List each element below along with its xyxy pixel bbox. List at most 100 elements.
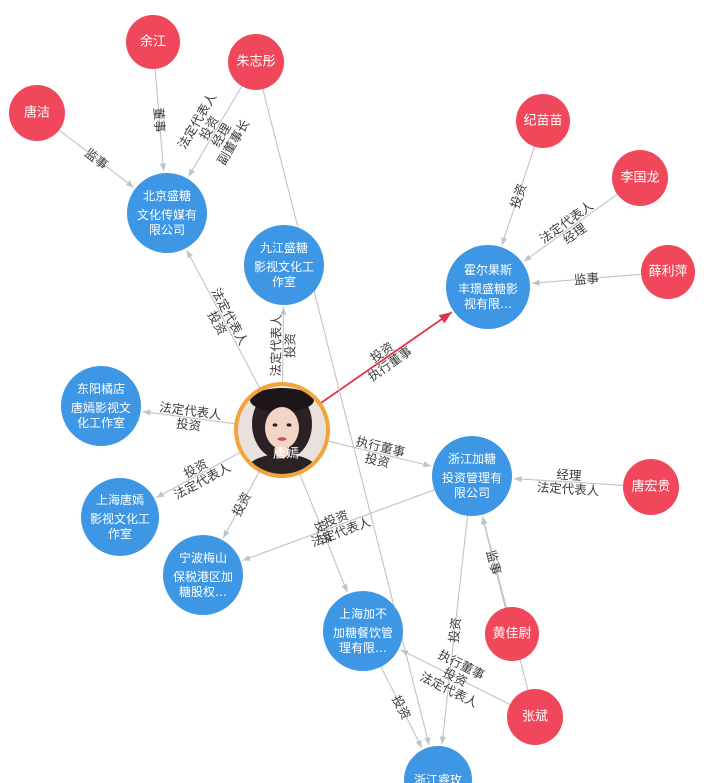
company-node-zjrm[interactable]: 浙江睿玫	[404, 746, 472, 783]
person-node-xueliping[interactable]: 薛利萍	[641, 245, 695, 299]
company-node-circle	[163, 535, 243, 615]
edge-label: 监事	[483, 548, 504, 576]
person-node-tanghonggui[interactable]: 唐宏贵	[623, 459, 679, 515]
company-name: 浙江加糖	[448, 451, 496, 466]
person-node-circle	[507, 689, 563, 745]
person-node-circle	[485, 607, 539, 661]
edge-tangyan-shjb	[298, 472, 348, 593]
edge-label: 投资	[446, 617, 464, 644]
edge-tangyan-hr	[319, 311, 453, 405]
edge-zhuzhitong-bj	[187, 85, 243, 178]
person-name: 纪苗苗	[523, 114, 562, 129]
person-name: 李国龙	[620, 171, 659, 186]
person-node-circle	[9, 85, 65, 141]
person-node-circle	[126, 15, 180, 69]
edge-label: 法定代表人	[268, 314, 284, 377]
edge-zhangbin-zj	[481, 516, 529, 691]
person-name: 朱志彤	[236, 55, 275, 70]
company-node-circle	[244, 225, 324, 305]
person-name: 唐洁	[24, 105, 50, 121]
company-node-circle	[127, 173, 207, 253]
company-name: 上海唐嫣	[96, 492, 144, 507]
company-name: 东阳橘店	[77, 381, 125, 396]
person-node-zhangbin[interactable]: 张斌	[507, 689, 563, 745]
company-name-line: 保税港区加	[173, 570, 233, 584]
company-node-shjb[interactable]: 上海加不加糖餐饮管理有限…	[323, 591, 403, 671]
company-name-line: 影视文化工	[90, 511, 150, 526]
edge-label: 投资	[507, 182, 529, 210]
company-name: 浙江睿玫	[414, 772, 462, 783]
company-name-line: 作室	[272, 274, 296, 289]
company-name-line: 作室	[108, 526, 132, 541]
edge-label: 投资	[363, 450, 391, 470]
company-name: 上海加不	[339, 606, 387, 621]
company-name: 宁波梅山	[179, 550, 227, 565]
company-name: 霍尔果斯	[464, 262, 512, 277]
company-node-hr[interactable]: 霍尔果斯丰璟盛糖影视有限…	[446, 245, 530, 329]
edge-xueliping-hr	[531, 273, 642, 286]
person-node-liguolong[interactable]: 李国龙	[612, 150, 668, 206]
person-node-jimiaomiao[interactable]: 纪苗苗	[516, 94, 570, 148]
edge-label: 董事	[151, 107, 168, 133]
company-name-line: 加糖餐饮管	[333, 625, 393, 640]
person-node-zhuzhitong[interactable]: 朱志彤	[228, 34, 284, 90]
center-person-node[interactable]: 唐嫣	[234, 382, 330, 498]
company-name-line: 唐嫣影视文	[71, 400, 131, 415]
company-node-circle	[404, 746, 472, 783]
edge-tanghonggui-zj	[513, 475, 624, 486]
person-node-tangjie[interactable]: 唐洁	[9, 85, 65, 141]
edge-label: 监事	[82, 145, 111, 172]
edge-label: 法定代表人	[536, 480, 600, 499]
edge-tangyan-jj	[280, 306, 287, 385]
person-photo-avatar	[238, 386, 326, 474]
company-name: 北京盛糖	[143, 188, 191, 203]
person-name: 薛利萍	[648, 265, 687, 280]
edge-jimiaomiao-hr	[501, 146, 536, 246]
person-name: 张斌	[522, 710, 548, 725]
company-name-line: 糖股权…	[179, 584, 227, 599]
person-name: 余江	[140, 34, 166, 50]
person-node-circle	[516, 94, 570, 148]
edge-zj-nb	[242, 489, 435, 562]
company-name-line: 视有限…	[464, 296, 512, 311]
person-node-huangjiawei[interactable]: 黄佳尉	[485, 607, 539, 661]
edge-zj-zjrm	[439, 515, 469, 745]
person-node-circle	[228, 34, 284, 90]
edge-tangjie-bj	[58, 129, 135, 188]
edge-tangyan-zj	[326, 440, 432, 468]
edge-tangyan-sh	[155, 451, 242, 499]
center-person-name: 唐嫣	[273, 446, 299, 462]
company-name-line: 投资管理有	[442, 470, 502, 485]
edge-label: 监事	[573, 270, 599, 287]
edge-label: 投资	[175, 416, 202, 434]
person-node-circle	[641, 245, 695, 299]
person-node-circle	[612, 150, 668, 206]
person-name: 唐宏贵	[631, 479, 670, 495]
edge-tangyan-bj	[186, 249, 261, 390]
edge-tangyan-nb	[222, 470, 261, 539]
company-name-line: 理有限…	[339, 641, 387, 655]
edge-tangyan-dy	[142, 409, 237, 425]
edge-liguolong-hr	[523, 193, 618, 262]
edge-zhangbin-shjb	[400, 649, 511, 705]
company-node-circle	[446, 245, 530, 329]
edge-yujiang-bj	[154, 68, 167, 172]
company-node-circle	[81, 478, 159, 556]
person-node-yujiang[interactable]: 余江	[126, 15, 180, 69]
company-node-circle	[323, 591, 403, 671]
company-node-circle	[61, 366, 141, 446]
company-name-line: 限公司	[149, 223, 185, 237]
company-node-nb[interactable]: 宁波梅山保税港区加糖股权…	[163, 535, 243, 615]
company-name-line: 丰璟盛糖影	[458, 281, 518, 296]
company-name: 九江盛糖	[260, 240, 308, 255]
company-name-line: 文化传媒有	[137, 207, 197, 222]
company-name-line: 限公司	[454, 486, 490, 500]
edge-shjb-zjrm	[380, 666, 423, 749]
person-name: 黄佳尉	[492, 627, 531, 642]
